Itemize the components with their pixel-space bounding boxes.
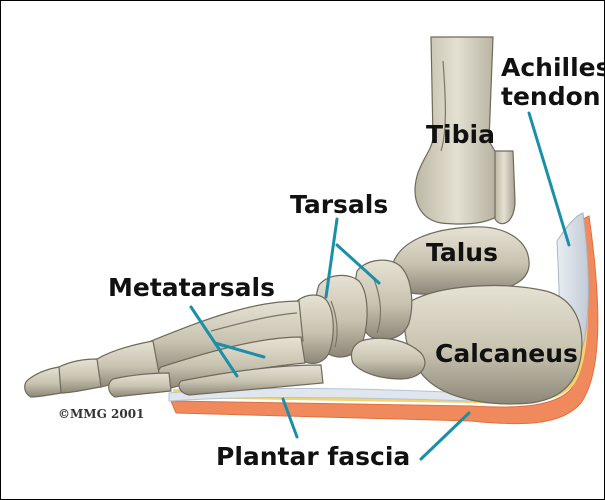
fibula-bone <box>495 151 515 224</box>
label-tibia: Tibia <box>426 120 495 149</box>
label-plantar-fascia: Plantar fascia <box>216 442 410 471</box>
label-calcaneus: Calcaneus <box>435 339 578 368</box>
label-tarsals: Tarsals <box>290 190 388 219</box>
leader-achilles <box>529 113 569 245</box>
tarsal-bones <box>290 260 424 379</box>
label-talus: Talus <box>426 238 498 267</box>
label-achilles-line1: Achilles <box>501 53 604 82</box>
label-metatarsals: Metatarsals <box>108 273 275 302</box>
phalanges-bones <box>25 341 171 397</box>
copyright-notice: ©MMG 2001 <box>58 407 144 421</box>
label-achilles-line2: tendon <box>501 82 601 111</box>
